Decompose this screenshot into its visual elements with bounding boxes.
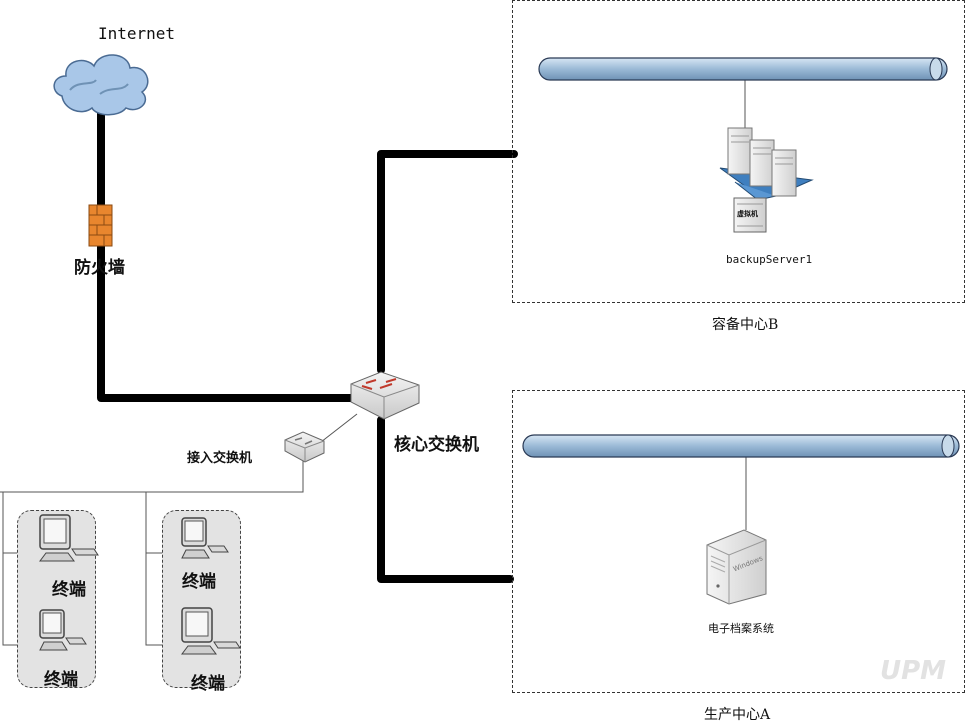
server-b-label: backupServer1 xyxy=(726,253,813,266)
production-bus xyxy=(522,434,960,458)
production-center-label: 生产中心A xyxy=(704,707,771,723)
core-switch-label: 核心交换机 xyxy=(394,435,479,455)
computer-icon xyxy=(39,609,87,651)
production-center-zone xyxy=(512,390,965,693)
computer-icon xyxy=(39,514,99,562)
windows-server-icon xyxy=(706,529,767,605)
link-access-trunk xyxy=(0,459,304,493)
cloud-icon xyxy=(53,54,149,116)
terminal-label: 终端 xyxy=(52,580,86,600)
core-switch-icon xyxy=(350,371,420,420)
watermark-logo: UPM xyxy=(880,656,947,686)
computer-icon xyxy=(181,517,229,559)
link-core-backup-center xyxy=(377,150,518,374)
terminal-label: 终端 xyxy=(191,674,225,694)
terminal-label: 终端 xyxy=(182,572,216,592)
backup-center-zone xyxy=(512,0,965,303)
backup-center-label: 容备中心B xyxy=(712,317,779,333)
vm-badge-label: 虚拟机 xyxy=(737,210,758,218)
terminal-label: 终端 xyxy=(44,670,78,690)
server-cluster-icon xyxy=(719,127,814,233)
server-a-label: 电子档案系统 xyxy=(708,622,774,635)
access-switch-icon xyxy=(284,431,325,463)
access-switch-label: 接入交换机 xyxy=(187,451,253,466)
firewall-icon xyxy=(88,204,113,247)
internet-label: Internet xyxy=(98,24,176,43)
backup-bus xyxy=(538,57,948,81)
firewall-label: 防火墙 xyxy=(74,258,125,278)
link-core-production-center xyxy=(377,416,514,583)
access-links xyxy=(0,80,747,646)
computer-icon xyxy=(181,607,241,655)
